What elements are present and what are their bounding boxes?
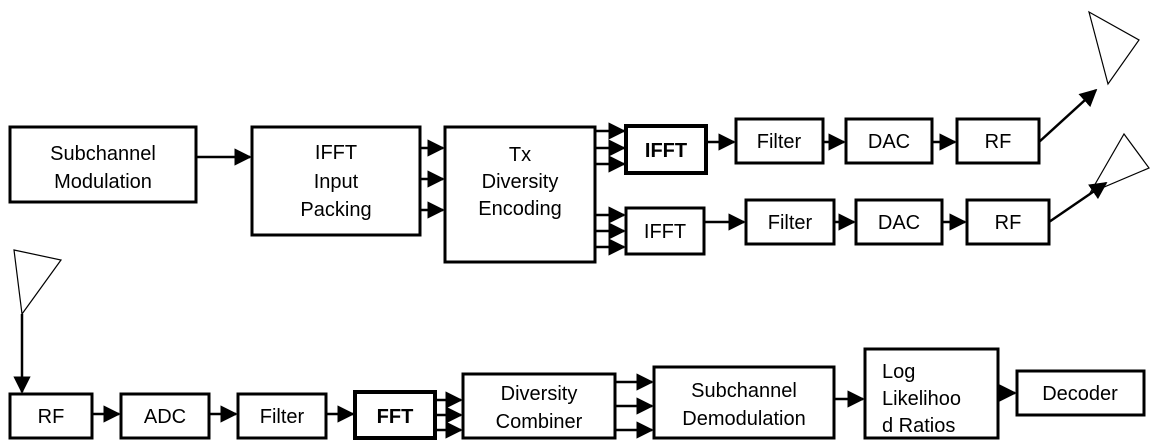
ifft-input-packing-label-2: Input — [314, 171, 359, 193]
antenna-rx-icon — [13, 249, 63, 316]
rf-rx-block: RF — [8, 392, 94, 440]
subchannel-demodulation-label-2: Demodulation — [682, 408, 805, 430]
ifft-b-label: IFFT — [644, 221, 686, 243]
tx-diversity-encoding-label-1: Tx — [509, 144, 531, 166]
filter-b-block: Filter — [744, 198, 836, 246]
subchannel-modulation-label-1: Subchannel — [50, 143, 156, 165]
fft-label: FFT — [377, 406, 414, 428]
diversity-combiner-block: Diversity Combiner — [461, 372, 617, 440]
subchannel-demodulation-block: Subchannel Demodulation — [652, 365, 836, 440]
log-likelihood-ratios-block: Log Likelihoo d Ratios — [863, 347, 1000, 440]
antenna-b-icon — [1088, 132, 1150, 195]
arrow-rf-a-to-antenna — [1038, 88, 1098, 143]
filter-a-block: Filter — [734, 117, 825, 165]
filter-rx-label: Filter — [260, 406, 305, 428]
adc-label: ADC — [144, 406, 186, 428]
ifft-input-packing-block: IFFT Input Packing — [250, 125, 422, 237]
filter-rx-block: Filter — [236, 392, 328, 440]
ifft-b-block: IFFT — [624, 206, 706, 256]
rf-a-label: RF — [985, 131, 1012, 153]
diversity-combiner-label-1: Diversity — [501, 383, 578, 405]
filter-b-label: Filter — [768, 212, 813, 234]
diversity-combiner-label-2: Combiner — [496, 411, 583, 433]
rf-rx-label: RF — [38, 406, 65, 428]
dac-b-label: DAC — [878, 212, 920, 234]
llr-label-2: Likelihoo — [882, 388, 961, 410]
rf-a-block: RF — [955, 117, 1041, 165]
antenna-a-icon — [1088, 10, 1140, 86]
ifft-input-packing-label-3: Packing — [300, 199, 371, 221]
adc-block: ADC — [119, 392, 211, 440]
tx-diversity-encoding-block: Tx Diversity Encoding — [443, 125, 597, 264]
fft-block: FFT — [353, 390, 437, 440]
filter-a-label: Filter — [757, 131, 802, 153]
subchannel-modulation-block: Subchannel Modulation — [8, 125, 198, 204]
subchannel-demodulation-label-1: Subchannel — [691, 380, 797, 402]
decoder-block: Decoder — [1015, 369, 1146, 417]
rf-b-label: RF — [995, 212, 1022, 234]
ifft-a-label: IFFT — [645, 140, 687, 162]
dac-a-label: DAC — [868, 131, 910, 153]
ifft-input-packing-label-1: IFFT — [315, 142, 357, 164]
arrow-rf-b-to-antenna — [1048, 181, 1108, 224]
dac-a-block: DAC — [844, 117, 934, 165]
tx-diversity-encoding-label-2: Diversity — [482, 171, 559, 193]
llr-label-3: d Ratios — [882, 415, 955, 437]
ifft-a-block: IFFT — [624, 124, 708, 175]
dac-b-block: DAC — [854, 198, 944, 246]
subchannel-modulation-label-2: Modulation — [54, 171, 152, 193]
decoder-label: Decoder — [1042, 383, 1118, 405]
tx-diversity-encoding-label-3: Encoding — [478, 198, 561, 220]
rf-b-block: RF — [965, 198, 1051, 246]
llr-label-1: Log — [882, 361, 915, 383]
